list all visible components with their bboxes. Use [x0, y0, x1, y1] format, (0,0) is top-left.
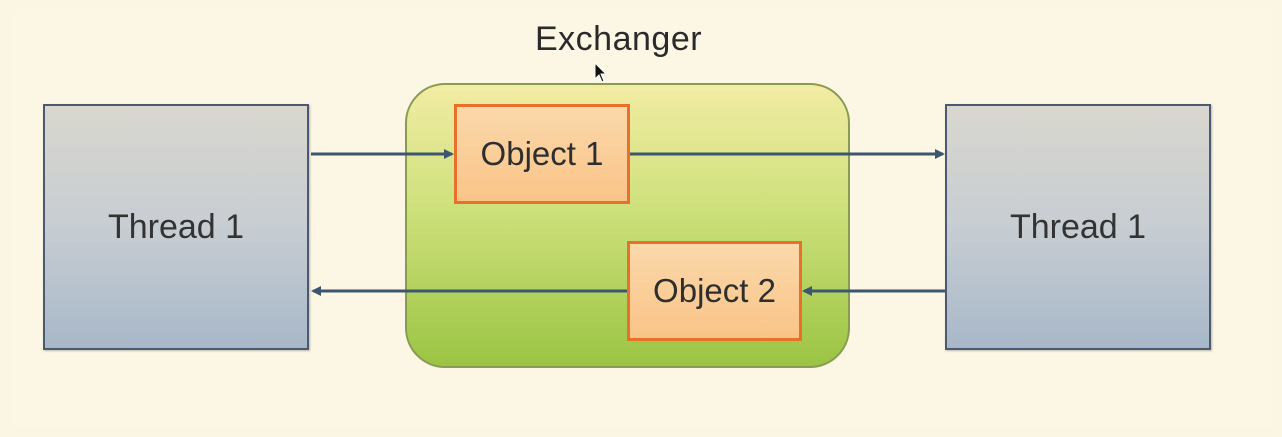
- object-2-label: Object 2: [653, 272, 776, 309]
- thread-box-right: Thread 1: [945, 104, 1211, 350]
- thread-label-left: Thread 1: [107, 207, 245, 246]
- thread-box-left: Thread 1: [43, 104, 309, 350]
- thread-label-right: Thread 1: [1009, 207, 1147, 246]
- object-1-label: Object 1: [480, 135, 604, 172]
- object-1-box: Object 1: [454, 104, 630, 204]
- mouse-pointer-icon: [594, 62, 608, 83]
- object-2-box: Object 2: [627, 241, 802, 341]
- exchanger-title: Exchanger: [535, 20, 703, 58]
